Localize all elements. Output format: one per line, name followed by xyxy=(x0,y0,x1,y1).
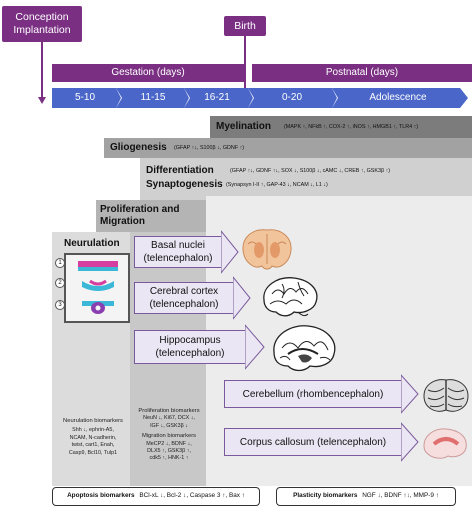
birth-stem xyxy=(244,36,246,94)
apoptosis-box: Apoptosis biomarkers BCl-xL ↓, Bcl-2 ↓, … xyxy=(52,487,260,506)
stage-timeline: 5-10 11-15 16-21 0-20 Adolescence xyxy=(52,88,468,108)
synaptogenesis-biomarkers: (Synapsyn I-II ↑, GAP-43 ↓, NCAM ↓, L1 ↓… xyxy=(226,182,328,188)
proliferation-biomarkers-list: NeuN ↓, Ki67, DCX ↓, IGF ↓, GSK3β ↓ xyxy=(143,415,195,429)
conception-arrowhead xyxy=(38,97,46,104)
hippocampus-arrowhead xyxy=(245,324,265,370)
neurulation-biomarkers: Neurulation biomarkers Shh ↓, ephrin-A5,… xyxy=(54,418,132,457)
myelination-title: Myelination xyxy=(216,121,272,132)
region-corpus-callosum: Corpus callosum (telencephalon) xyxy=(224,428,402,456)
cerebral-cortex-label: Cerebral cortex (telencephalon) xyxy=(149,286,219,310)
plasticity-title: Plasticity biomarkers xyxy=(293,492,358,499)
stage-5-10: 5-10 xyxy=(74,92,95,103)
gestation-label: Gestation (days) xyxy=(111,67,185,78)
region-basal-nuclei: Basal nuclei (telencephalon) xyxy=(134,236,222,268)
differentiation-title: Differentiation xyxy=(146,165,214,176)
conception-marker: Conception Implantation xyxy=(2,6,82,42)
region-cerebellum: Cerebellum (rhombencephalon) xyxy=(224,380,402,408)
postnatal-label: Postnatal (days) xyxy=(325,67,399,78)
basal-nuclei-icon xyxy=(242,229,292,270)
plasticity-box: Plasticity biomarkers NGF ↓, BDNF ↑↓, MM… xyxy=(276,487,456,506)
synaptogenesis-title: Synaptogenesis xyxy=(146,179,223,190)
stage-16-21: 16-21 xyxy=(204,92,230,103)
myelination-band: Myelination (MAPK ↑, NFkB ↑, COX-2 ↑, iN… xyxy=(210,116,472,138)
basal-nuclei-label: Basal nuclei (telencephalon) xyxy=(143,240,213,264)
proliferation-title: Proliferation and Migration xyxy=(100,204,180,227)
postnatal-bar: Postnatal (days) xyxy=(252,64,472,82)
corpus-callosum-arrowhead xyxy=(401,422,419,462)
cerebral-cortex-icon xyxy=(263,277,318,317)
apoptosis-list: BCl-xL ↓, Bcl-2 ↓, Caspase 3 ↑, Bax ↑ xyxy=(139,492,245,499)
stage-11-15: 11-15 xyxy=(140,92,166,103)
apoptosis-title: Apoptosis biomarkers xyxy=(67,492,135,499)
region-hippocampus: Hippocampus (telencephalon) xyxy=(134,330,246,364)
cerebellum-icon xyxy=(423,379,469,412)
neurulation-title: Neurulation xyxy=(64,238,120,249)
neurulation-step-2: 2 xyxy=(55,278,65,288)
gestation-bar: Gestation (days) xyxy=(52,64,244,82)
cerebellum-label: Cerebellum (rhombencephalon) xyxy=(242,388,384,400)
stage-adolescence: Adolescence xyxy=(369,92,427,103)
neural-tube-stages-icon xyxy=(78,261,118,314)
proliferation-biomarkers: Proliferation biomarkers NeuN ↓, Ki67, D… xyxy=(130,408,208,463)
conception-stem xyxy=(41,42,43,98)
migration-biomarkers-list: MeCP2 ↓, BDNF ↓, DLX5 ↑, GSK3β ↑, cdk5 ↑… xyxy=(146,440,192,462)
myelination-biomarkers: (MAPK ↑, NFkB ↑, COX-2 ↑, iNOS ↑, HMGB1 … xyxy=(284,124,419,130)
neurulation-biomarkers-list: Shh ↓, ephrin-A5, NCAM, N-cadherin, twis… xyxy=(68,427,118,456)
birth-label: Birth xyxy=(234,19,256,32)
neurulation-step-1: 1 xyxy=(55,258,65,268)
differentiation-biomarkers: (GFAP ↑↓, GDNF ↑↓, SOX ↓, S100β ↓, cAMC … xyxy=(230,168,391,174)
hippocampus-label: Hippocampus (telencephalon) xyxy=(155,335,225,359)
cerebellum-arrowhead xyxy=(401,374,419,414)
birth-marker: Birth xyxy=(224,16,266,36)
neurulation-biomarkers-title: Neurulation biomarkers xyxy=(63,418,123,424)
basal-nuclei-arrowhead xyxy=(221,230,239,274)
hippocampus-icon xyxy=(273,325,336,372)
conception-label: Conception Implantation xyxy=(13,11,71,36)
plasticity-list: NGF ↓, BDNF ↑↓, MMP-9 ↑ xyxy=(362,492,439,499)
gliogenesis-biomarkers: (GFAP ↑↓, S100β ↓, GDNF ↑) xyxy=(174,145,245,151)
corpus-callosum-icon xyxy=(423,428,467,459)
neurulation-step-3: 3 xyxy=(55,300,65,310)
proliferation-biomarkers-title: Proliferation biomarkers xyxy=(138,408,200,414)
region-cerebral-cortex: Cerebral cortex (telencephalon) xyxy=(134,282,234,314)
stage-0-20: 0-20 xyxy=(281,92,302,103)
migration-biomarkers-title: Migration biomarkers xyxy=(141,433,197,440)
gliogenesis-band: Gliogenesis (GFAP ↑↓, S100β ↓, GDNF ↑) xyxy=(104,138,472,158)
neurulation-illustration xyxy=(64,253,130,323)
cerebral-cortex-arrowhead xyxy=(233,276,251,320)
gliogenesis-title: Gliogenesis xyxy=(110,142,167,153)
corpus-callosum-label: Corpus callosum (telencephalon) xyxy=(239,436,387,448)
